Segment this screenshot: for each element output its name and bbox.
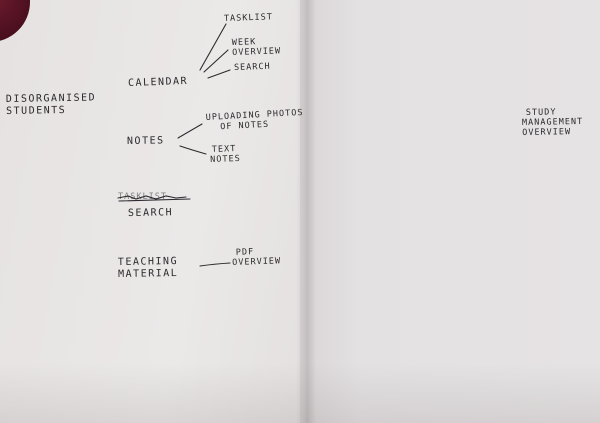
search-label: SEARCH [127, 207, 174, 219]
study-management-overview-label: STUDY MANAGEMENT OVERVIEW [522, 107, 584, 138]
right-page [300, 0, 600, 423]
connector-calendar-tasklist [199, 23, 227, 71]
connector-calendar-week [203, 49, 229, 73]
text-notes-label: TEXT NOTES [210, 144, 241, 165]
page-fold-shadow [296, 0, 316, 423]
left-page [0, 0, 318, 423]
disorganised-line-2: STUDENTS [6, 104, 67, 117]
tasklist-label: TASKLIST [223, 12, 274, 24]
calendar-search-label: SEARCH [233, 61, 271, 73]
crossed-out-word: TASKLIST [118, 192, 167, 202]
disorganised-students-label: DISORGANISED STUDENTS [6, 92, 97, 118]
week-overview-label: WEEK OVERVIEW [232, 36, 282, 58]
pdf-overview-label: PDF OVERVIEW [232, 246, 282, 268]
strikethrough-scribble [117, 195, 187, 200]
text-notes-line-2: NOTES [210, 153, 241, 165]
teaching-line-2: MATERIAL [118, 267, 179, 280]
connector-teaching-pdf [199, 262, 231, 267]
disorganised-line-1: DISORGANISED [5, 92, 97, 106]
study-line-3: OVERVIEW [522, 127, 572, 138]
bottom-shadow [0, 363, 600, 423]
connector-notes-uploading [177, 123, 203, 139]
strikethrough-scribble-2 [118, 198, 191, 202]
connector-calendar-search [207, 69, 231, 79]
calendar-label: CALENDAR [127, 75, 189, 89]
teaching-line-1: TEACHING [117, 255, 179, 269]
study-line-2: MANAGEMENT [521, 116, 584, 128]
week-line-2: OVERVIEW [232, 46, 282, 58]
pdf-line-2: OVERVIEW [232, 256, 282, 268]
teaching-material-label: TEACHING MATERIAL [118, 256, 179, 281]
notes-label: NOTES [126, 135, 165, 147]
connector-notes-text [179, 145, 207, 155]
